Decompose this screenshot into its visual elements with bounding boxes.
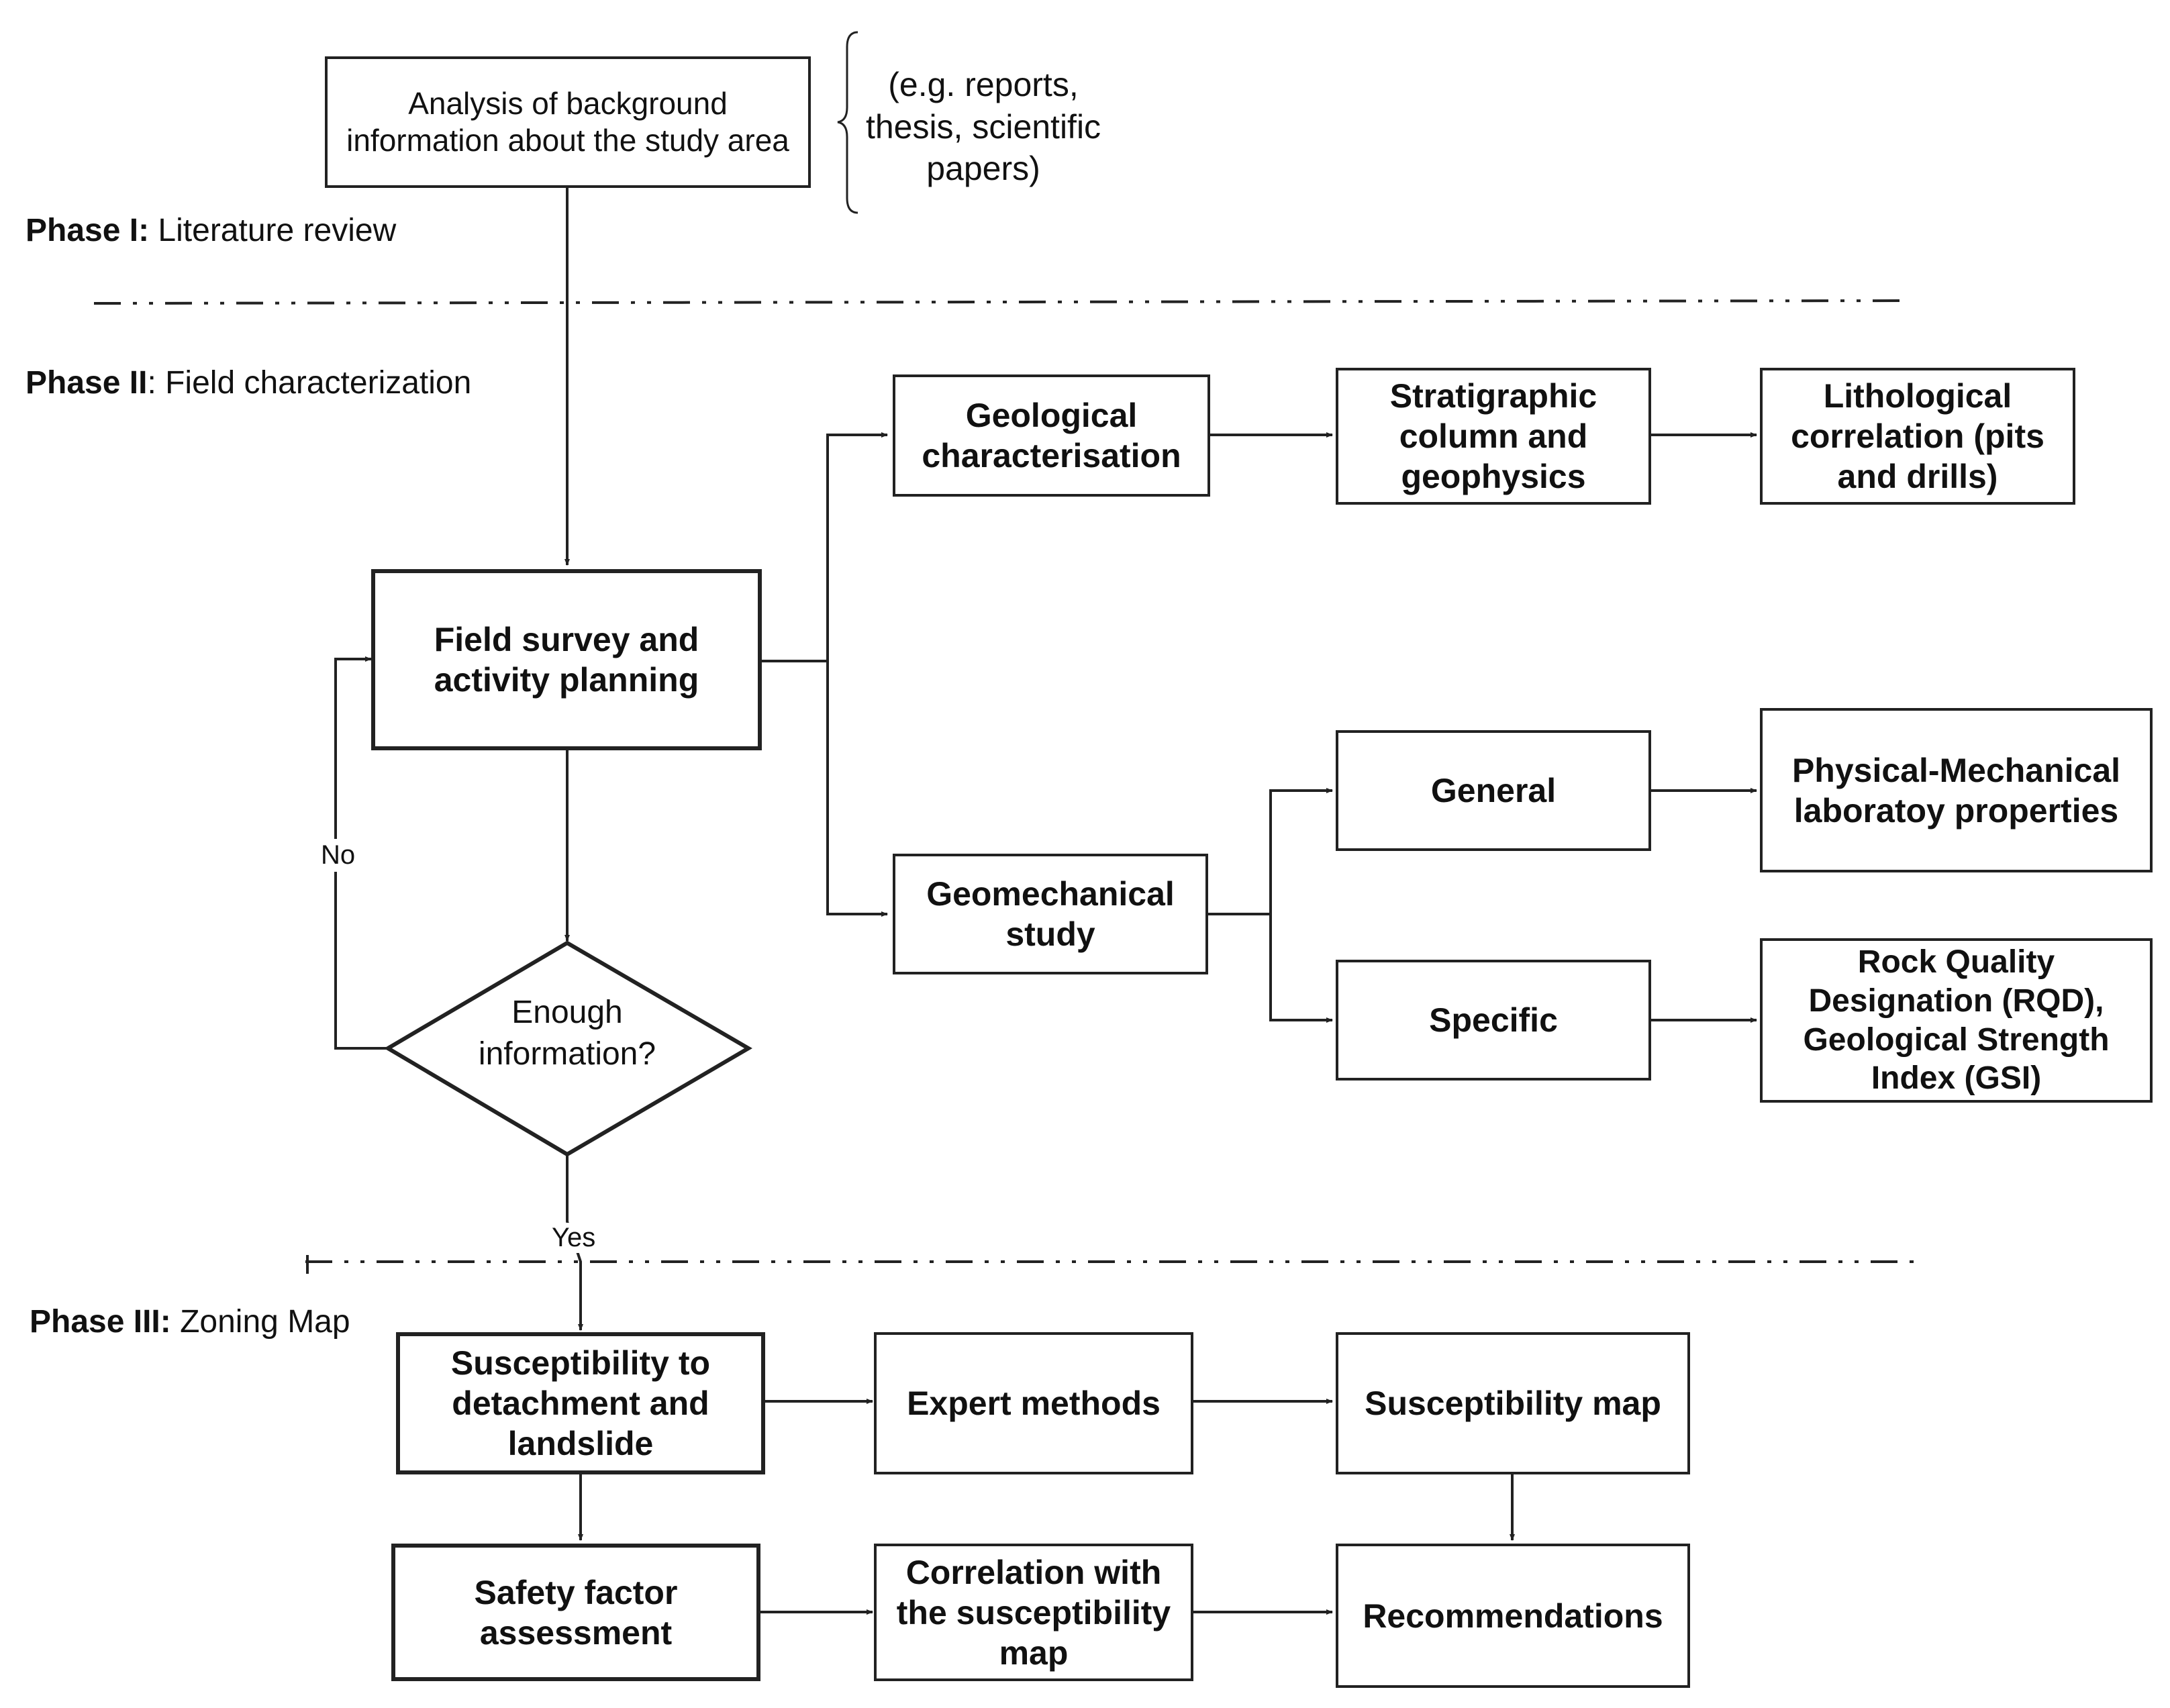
rqd-gsi-text: Rock Quality Designation (RQD), Geologic… bbox=[1803, 944, 2110, 1097]
geological-box: Geological characterisation bbox=[893, 374, 1210, 497]
edge-geomech-to-general bbox=[1208, 788, 1333, 915]
field-survey-box: Field survey and activity planning bbox=[371, 569, 762, 750]
susceptibility-map-box: Susceptibility map bbox=[1336, 1332, 1690, 1474]
phase-2-number: Phase II bbox=[26, 365, 148, 401]
susceptibility-detachment-box: Susceptibility to detachment and landsli… bbox=[396, 1332, 765, 1474]
phase-3-number: Phase III: bbox=[30, 1304, 171, 1340]
expert-methods-text: Expert methods bbox=[907, 1385, 1161, 1422]
no-text: No bbox=[321, 840, 356, 870]
edge-branch-to-geomech bbox=[826, 661, 888, 917]
field-survey-text: Field survey and activity planning bbox=[434, 621, 699, 699]
yes-text: Yes bbox=[552, 1223, 596, 1252]
geomechanical-text: Geomechanical study bbox=[926, 875, 1175, 953]
decision-diamond bbox=[384, 940, 752, 1157]
physical-mechanical-box: Physical-Mechanical laboratoy properties bbox=[1760, 708, 2153, 872]
rqd-gsi-box: Rock Quality Designation (RQD), Geologic… bbox=[1760, 938, 2153, 1103]
stratigraphic-text: Stratigraphic column and geophysics bbox=[1389, 377, 1597, 495]
sources-note-text: (e.g. reports, thesis, scientific papers… bbox=[865, 66, 1101, 187]
phase-3-label: Phase III: Zoning Map bbox=[30, 1303, 350, 1340]
lithological-box: Lithological correlation (pits and drill… bbox=[1760, 368, 2075, 505]
phase-separator-1 bbox=[93, 299, 1907, 305]
safety-factor-box: Safety factor assessment bbox=[391, 1544, 760, 1681]
no-label: No bbox=[318, 839, 358, 872]
phase-1-number: Phase I: bbox=[26, 213, 150, 248]
edge-field-to-branch bbox=[762, 432, 888, 662]
correlation-box: Correlation with the susceptibility map bbox=[874, 1544, 1193, 1681]
correlation-text: Correlation with the susceptibility map bbox=[896, 1553, 1171, 1672]
recommendations-box: Recommendations bbox=[1336, 1544, 1690, 1688]
geological-text: Geological characterisation bbox=[922, 397, 1181, 474]
geomechanical-box: Geomechanical study bbox=[893, 854, 1208, 974]
specific-text: Specific bbox=[1429, 1001, 1558, 1039]
phase-3-name: Zoning Map bbox=[180, 1304, 350, 1340]
phase-1-label: Phase I: Literature review bbox=[26, 212, 396, 249]
phase-1-name: Literature review bbox=[158, 213, 397, 248]
expert-methods-box: Expert methods bbox=[874, 1332, 1193, 1474]
background-analysis-text: Analysis of background information about… bbox=[346, 85, 789, 158]
susceptibility-map-text: Susceptibility map bbox=[1365, 1385, 1661, 1422]
general-box: General bbox=[1336, 730, 1651, 851]
general-text: General bbox=[1430, 772, 1557, 809]
phase-2-label: Phase II: Field characterization bbox=[26, 364, 471, 401]
phase-2-name: : Field characterization bbox=[147, 365, 472, 401]
edge-geomech-to-specific bbox=[1269, 914, 1333, 1023]
decision-text: Enough information? bbox=[478, 995, 656, 1072]
yes-label: Yes bbox=[549, 1223, 599, 1253]
stratigraphic-box: Stratigraphic column and geophysics bbox=[1336, 368, 1651, 505]
curly-brace bbox=[837, 31, 858, 214]
sources-note: (e.g. reports, thesis, scientific papers… bbox=[856, 64, 1111, 190]
specific-box: Specific bbox=[1336, 960, 1651, 1081]
background-analysis-box: Analysis of background information about… bbox=[325, 56, 811, 188]
susceptibility-detachment-text: Susceptibility to detachment and landsli… bbox=[450, 1344, 711, 1462]
lithological-text: Lithological correlation (pits and drill… bbox=[1791, 377, 2044, 495]
safety-factor-text: Safety factor assessment bbox=[474, 1573, 678, 1652]
decision-label: Enough information? bbox=[430, 992, 705, 1076]
physical-mechanical-text: Physical-Mechanical laboratoy properties bbox=[1791, 751, 2121, 830]
recommendations-text: Recommendations bbox=[1363, 1597, 1663, 1635]
